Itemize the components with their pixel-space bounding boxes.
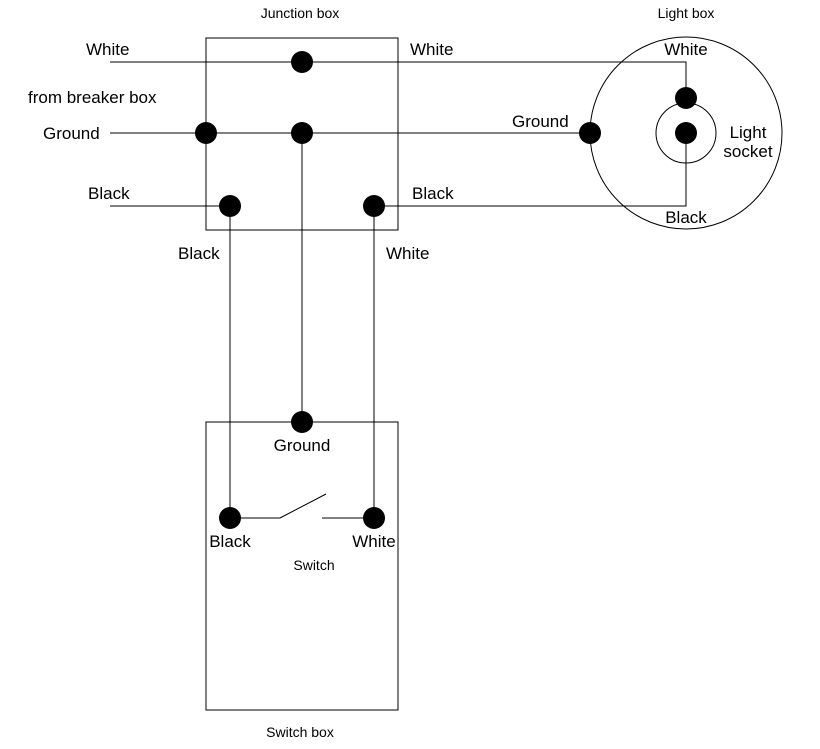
light-ground-terminal bbox=[579, 122, 601, 144]
label-drop-white: White bbox=[386, 244, 429, 263]
terminals bbox=[195, 51, 697, 529]
junction-box-title: Junction box bbox=[261, 5, 340, 21]
switch-box-title: Switch box bbox=[266, 724, 334, 740]
light-black-terminal bbox=[675, 122, 697, 144]
label-light-black: Black bbox=[665, 208, 707, 227]
junction-ground-entry-terminal bbox=[195, 122, 217, 144]
switch-black-terminal bbox=[219, 507, 241, 529]
junction-white-terminal bbox=[291, 51, 313, 73]
label-out-ground: Ground bbox=[512, 112, 569, 131]
junction-black-terminal bbox=[219, 195, 241, 217]
junction-ground-terminal bbox=[291, 122, 313, 144]
junction-return-terminal bbox=[363, 195, 385, 217]
label-light-socket-line2: socket bbox=[723, 142, 772, 161]
switch-white-terminal bbox=[363, 507, 385, 529]
label-in-black: Black bbox=[88, 184, 130, 203]
label-switch-ground: Ground bbox=[274, 436, 331, 455]
switch-title: Switch bbox=[293, 557, 334, 573]
label-switch-white: White bbox=[352, 532, 395, 551]
label-light-socket-line1: Light bbox=[730, 123, 767, 142]
label-in-white: White bbox=[86, 40, 129, 59]
label-switch-black: Black bbox=[209, 532, 251, 551]
label-out-white: White bbox=[410, 40, 453, 59]
switch-lever bbox=[279, 493, 327, 519]
light-box-title: Light box bbox=[658, 5, 715, 21]
label-in-ground: Ground bbox=[43, 124, 100, 143]
label-from-breaker: from breaker box bbox=[28, 88, 157, 107]
light-white-terminal bbox=[675, 87, 697, 109]
switch-ground-terminal bbox=[291, 411, 313, 433]
label-drop-black: Black bbox=[178, 244, 220, 263]
black-wire-to-light bbox=[374, 133, 687, 207]
label-light-white: White bbox=[664, 40, 707, 59]
label-out-black: Black bbox=[412, 184, 454, 203]
